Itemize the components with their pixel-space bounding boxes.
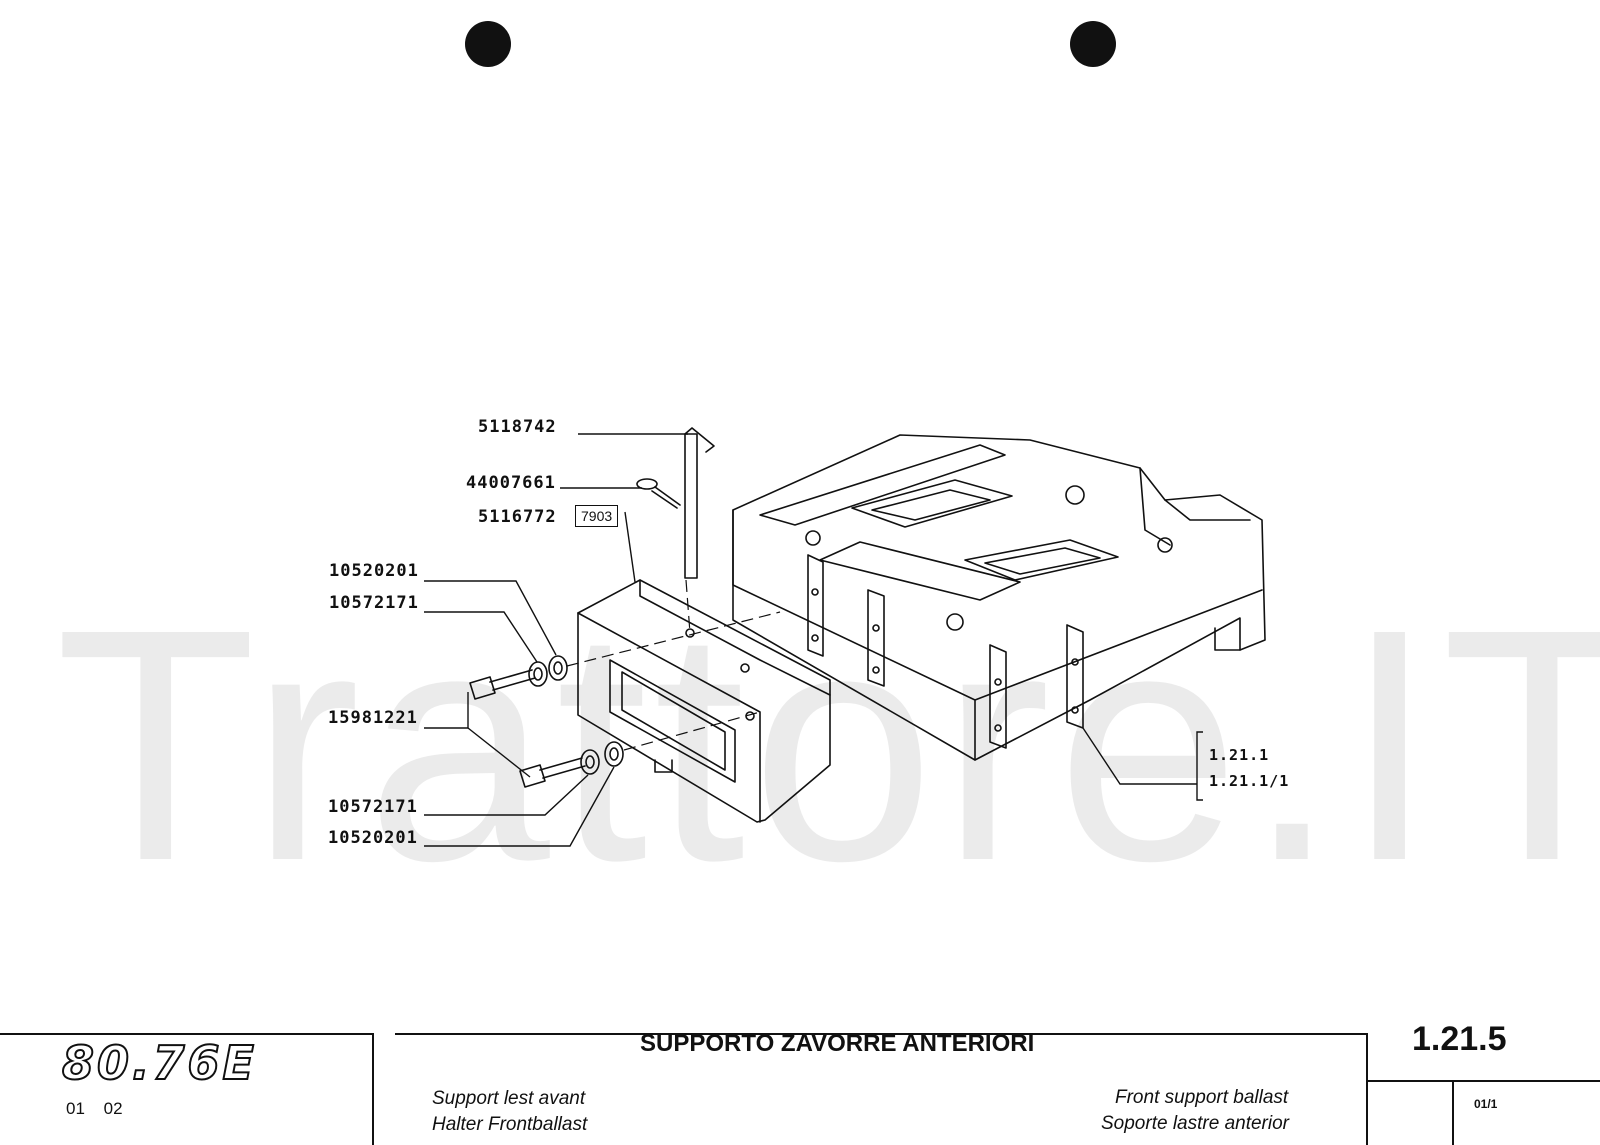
part-number-10520201-upper: 10520201 [329,561,419,581]
sheet-number: 01 02 [66,1099,123,1118]
footer-rule-left [0,1033,372,1035]
part-number-15981221: 15981221 [328,708,418,728]
footer-divider-code [1452,1080,1454,1145]
punch-hole-right [1070,21,1116,67]
section-code: 1.21.5 [1412,1020,1507,1058]
footer-rule-code [1366,1080,1600,1082]
part-number-44007661: 44007661 [466,473,556,493]
part-number-10572171-lower: 10572171 [328,797,418,817]
model-logo: 80.76E [61,1035,257,1091]
footer-rule-main [395,1033,1367,1035]
punch-hole-left [465,21,511,67]
subtitle-german: Halter Frontballast [432,1114,588,1135]
footer-divider-left [372,1033,374,1145]
part-number-10572171-upper: 10572171 [329,593,419,613]
watermark: Trattore.IT [55,560,1600,929]
subtitle-english: Front support ballast [1115,1087,1289,1108]
reference-1-21-1-1: 1.21.1/1 [1209,772,1290,790]
part-variant-box: 7903 [575,505,619,527]
part-number-10520201-lower: 10520201 [328,828,418,848]
page-title: SUPPORTO ZAVORRE ANTERIORI [640,1030,1035,1057]
part-number-5118742: 5118742 [478,417,557,437]
page-number: 01/1 [1474,1097,1498,1111]
part-number-5116772: 5116772 [478,507,557,527]
subtitle-spanish: Soporte lastre anterior [1101,1113,1289,1134]
reference-1-21-1: 1.21.1 [1209,746,1270,764]
subtitle-french: Support lest avant [432,1088,586,1109]
footer-divider-right [1366,1033,1368,1145]
